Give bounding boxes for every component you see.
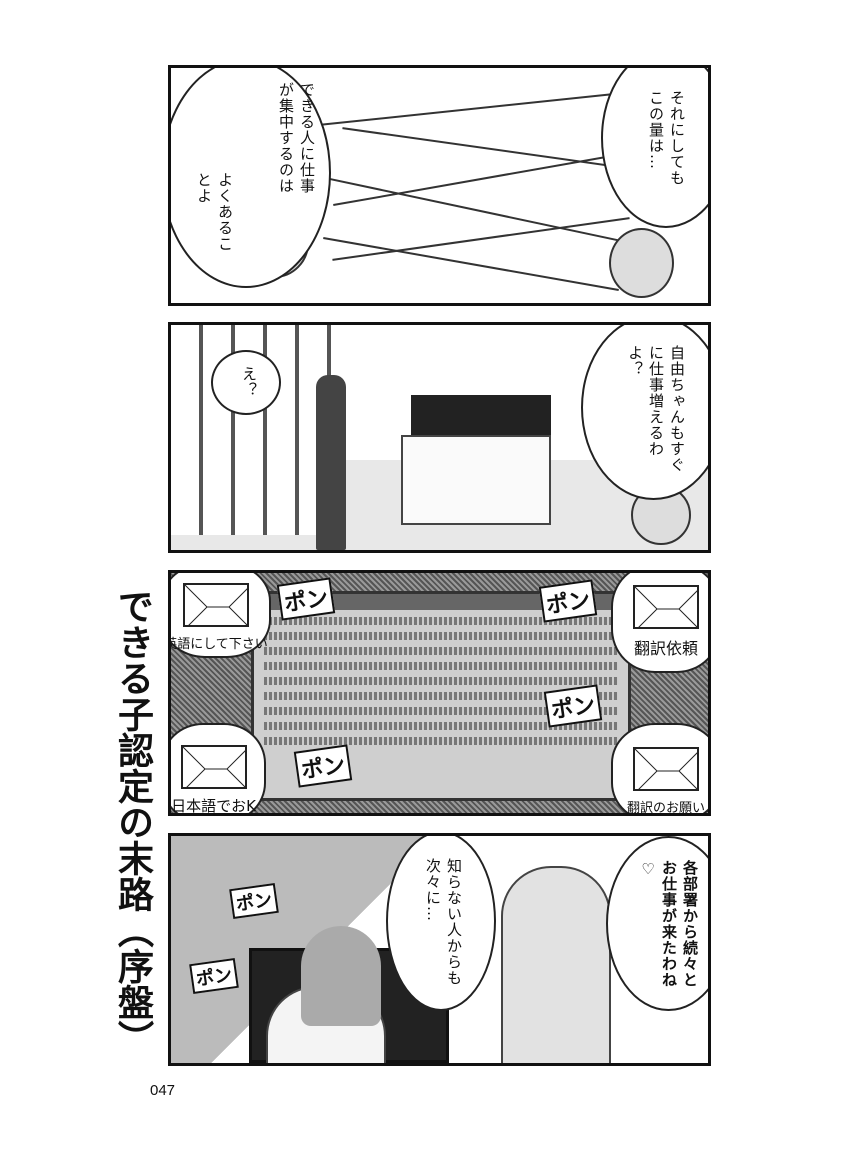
envelope-icon: [633, 747, 699, 791]
sfx-pop: ポン: [189, 957, 239, 995]
mail-bubble: 翻訳依頼: [611, 573, 708, 673]
sfx-pop: ポン: [276, 577, 336, 621]
bubble-text: できる人に仕事が集中するのは: [277, 82, 316, 194]
bubble-text: 自由ちゃんもすぐに仕事増えるわよ？: [626, 345, 686, 473]
mail-label: 翻訳のお願い: [626, 801, 705, 816]
chapter-title: できる子認定の末路（序盤）: [112, 588, 153, 1056]
bubble-text: よくあることよ: [195, 172, 234, 252]
sfx-pop: ポン: [538, 579, 598, 623]
envelope-icon: [180, 745, 247, 789]
sfx-pop: ポン: [543, 684, 603, 728]
speech-bubble: 知らない人からも次々に…: [386, 836, 496, 1011]
sfx-pop: ポン: [229, 882, 279, 920]
character-head: [609, 228, 674, 298]
speech-bubble: 各部署から続々とお仕事が来たわね♡: [606, 836, 708, 1011]
envelope-icon: [633, 585, 699, 629]
bubble-text: 各部署から続々とお仕事が来たわね♡: [639, 860, 699, 988]
bubble-text: 知らない人からも次々に…: [424, 858, 463, 986]
desk: [401, 435, 551, 525]
speech-bubble: できる人に仕事が集中するのは よくあることよ: [171, 68, 331, 288]
character-hair: [301, 926, 381, 1026]
speech-bubble: え？: [211, 350, 281, 415]
character: [316, 375, 346, 550]
panel-4: 知らない人からも次々に… 各部署から続々とお仕事が来たわね♡ ポン ポン: [168, 833, 711, 1066]
panel-2: え？ 自由ちゃんもすぐに仕事増えるわよ？: [168, 322, 711, 553]
speech-bubble: 自由ちゃんもすぐに仕事増えるわよ？: [581, 325, 708, 500]
panel-3: 英語にして下さい 翻訳依頼 日本語でおK 翻訳のお願い ポン ポン ポン ポン: [168, 570, 711, 816]
sfx-pop: ポン: [293, 744, 353, 788]
mail-bubble: 日本語でおK: [171, 723, 266, 815]
envelope-icon: [183, 583, 249, 627]
bubble-text: それにしてもこの量は…: [647, 90, 686, 186]
mail-label: 翻訳依頼: [633, 639, 698, 658]
panel-1: できる人に仕事が集中するのは よくあることよ それにしてもこの量は…: [168, 65, 711, 306]
speech-bubble: それにしてもこの量は…: [601, 68, 708, 228]
mail-bubble: 翻訳のお願い: [611, 723, 708, 816]
mail-bubble: 英語にして下さい: [168, 573, 271, 658]
bubble-text: え？: [240, 366, 258, 398]
mail-label: 日本語でおK: [171, 797, 256, 815]
character-standing: [501, 866, 611, 1063]
page-number: 047: [150, 1082, 176, 1099]
mail-label: 英語にして下さい: [168, 637, 268, 652]
